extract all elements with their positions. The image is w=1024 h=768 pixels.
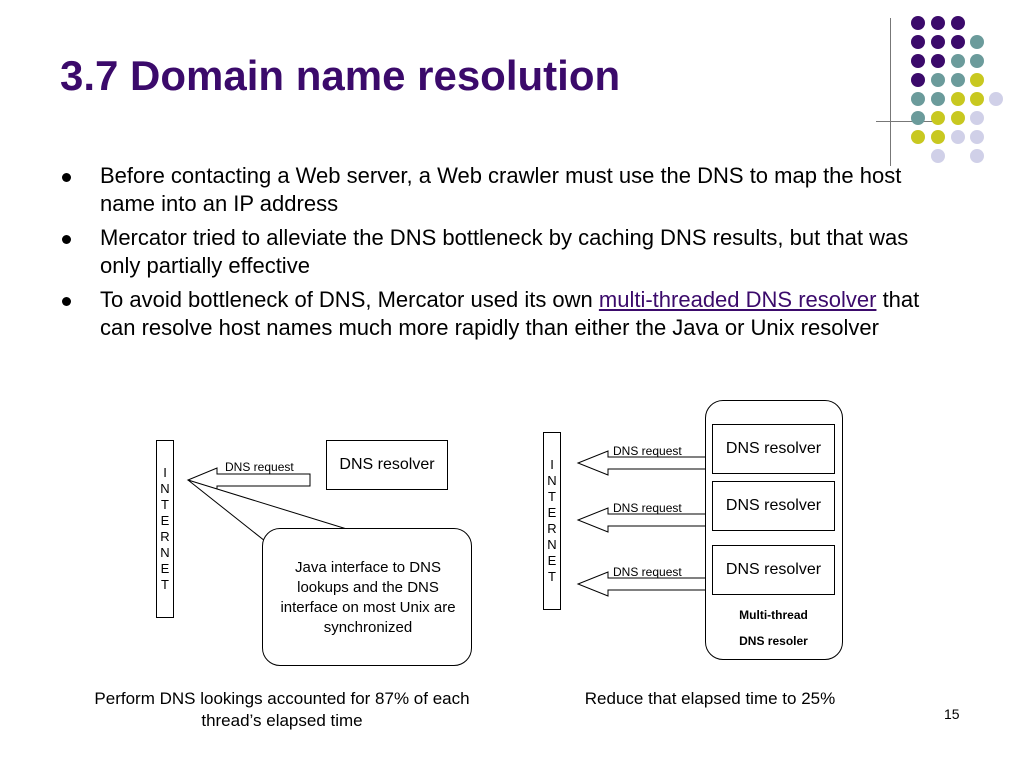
bullet-list: Before contacting a Web server, a Web cr… xyxy=(62,162,942,348)
decor-dot xyxy=(970,73,984,87)
right-request-arrow-1 xyxy=(576,450,707,476)
decor-dot xyxy=(951,54,965,68)
internet-letter: I xyxy=(163,465,167,480)
decor-dot xyxy=(951,35,965,49)
decor-dot xyxy=(911,111,925,125)
dns-resoler-label: DNS resoler xyxy=(739,634,808,648)
decor-dot xyxy=(931,149,945,163)
decor-dot xyxy=(970,54,984,68)
decor-dot xyxy=(931,130,945,144)
bullet-item: Before contacting a Web server, a Web cr… xyxy=(62,162,942,218)
left-dns-request-label: DNS request xyxy=(225,460,294,474)
right-request-arrow-2 xyxy=(576,507,707,533)
internet-letter: E xyxy=(160,561,170,576)
right-dns-resolver-box-1: DNS resolver xyxy=(712,424,835,474)
bullet-item: Mercator tried to alleviate the DNS bott… xyxy=(62,224,942,280)
decor-vertical-line xyxy=(890,18,891,166)
bullet-text: that can resolve host names much more ra… xyxy=(100,287,920,340)
left-dns-resolver-box: DNS resolver xyxy=(326,440,448,490)
decor-dot xyxy=(931,73,945,87)
internet-letter: E xyxy=(547,505,557,520)
decor-dot xyxy=(911,73,925,87)
internet-letter: N xyxy=(547,537,557,552)
decor-dot xyxy=(911,130,925,144)
decor-dot xyxy=(931,16,945,30)
bullet-text: Mercator tried to alleviate the DNS bott… xyxy=(100,225,909,278)
right-caption: Reduce that elapsed time to 25% xyxy=(584,689,836,708)
decor-dot xyxy=(911,92,925,106)
internet-letter: R xyxy=(547,521,557,536)
bullet-text: To avoid bottleneck of DNS, Mercator use… xyxy=(100,287,599,312)
decor-dot xyxy=(951,73,965,87)
decor-dot xyxy=(911,16,925,30)
decor-dot xyxy=(951,16,965,30)
right-dns-request-label-2: DNS request xyxy=(613,501,682,515)
right-dns-resolver-box-3: DNS resolver xyxy=(712,545,835,595)
decor-dot xyxy=(970,35,984,49)
decor-dot xyxy=(951,130,965,144)
decor-dot xyxy=(970,149,984,163)
decor-dot xyxy=(951,92,965,106)
internet-letter: R xyxy=(160,529,170,544)
internet-letter: N xyxy=(160,545,170,560)
decor-dot xyxy=(931,111,945,125)
decor-dot xyxy=(931,54,945,68)
decor-dot xyxy=(989,92,1003,106)
left-caption: Perform DNS lookings accounted for 87% o… xyxy=(94,689,470,730)
bullet-item: To avoid bottleneck of DNS, Mercator use… xyxy=(62,286,942,342)
bullet-dot-icon xyxy=(62,173,71,182)
internet-letter: T xyxy=(161,497,169,512)
java-callout-text: Java interface to DNS lookups and the DN… xyxy=(280,559,456,636)
internet-letter: I xyxy=(550,457,554,472)
internet-letter: T xyxy=(548,489,556,504)
decor-dot xyxy=(931,92,945,106)
decor-dot xyxy=(970,111,984,125)
decor-dot xyxy=(970,130,984,144)
right-dns-resolver-box-2: DNS resolver xyxy=(712,481,835,531)
right-request-arrow-3 xyxy=(576,571,707,597)
internet-letter: N xyxy=(160,481,170,496)
decor-dot xyxy=(931,35,945,49)
decor-dot xyxy=(970,92,984,106)
internet-letter: T xyxy=(161,577,169,592)
internet-letter: T xyxy=(548,569,556,584)
internet-letter: N xyxy=(547,473,557,488)
page-number: 15 xyxy=(944,706,960,722)
decor-dot xyxy=(911,35,925,49)
java-callout-box xyxy=(262,528,472,666)
decor-dot xyxy=(911,54,925,68)
internet-letter: E xyxy=(547,553,557,568)
dns-resolver-link[interactable]: multi-threaded DNS resolver xyxy=(598,287,877,312)
decor-dot xyxy=(951,111,965,125)
right-dns-request-label-1: DNS request xyxy=(613,444,682,458)
bullet-dot-icon xyxy=(62,297,71,306)
decor-horizontal-line xyxy=(876,121,934,122)
multi-thread-label: Multi-thread xyxy=(739,608,808,622)
right-dns-request-label-3: DNS request xyxy=(613,565,682,579)
internet-letter: E xyxy=(160,513,170,528)
bullet-dot-icon xyxy=(62,235,71,244)
slide-title: 3.7 Domain name resolution xyxy=(60,52,621,99)
bullet-text: Before contacting a Web server, a Web cr… xyxy=(100,163,902,216)
